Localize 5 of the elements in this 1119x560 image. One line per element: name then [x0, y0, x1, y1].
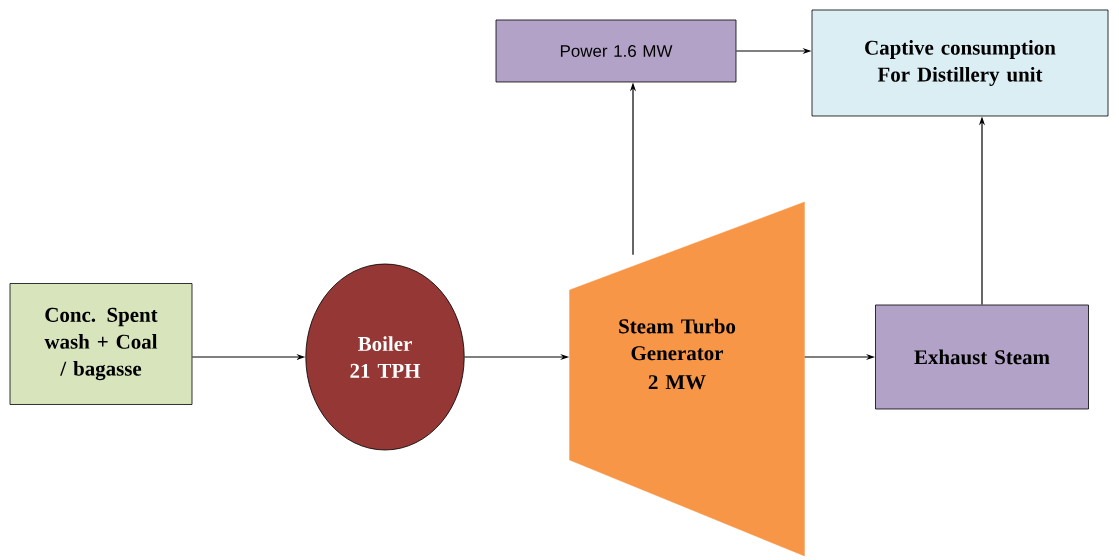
turbine-trapezoid: Steam Turbo Generator 2 MW [569, 201, 805, 557]
process-box: Captive consumption For Distillery unit [811, 9, 1109, 117]
process-box: Power 1.6 MW [495, 19, 737, 83]
process-box: Exhaust Steam [875, 304, 1089, 410]
input-box: Conc. Spent wash + Coal / bagasse [9, 283, 193, 405]
